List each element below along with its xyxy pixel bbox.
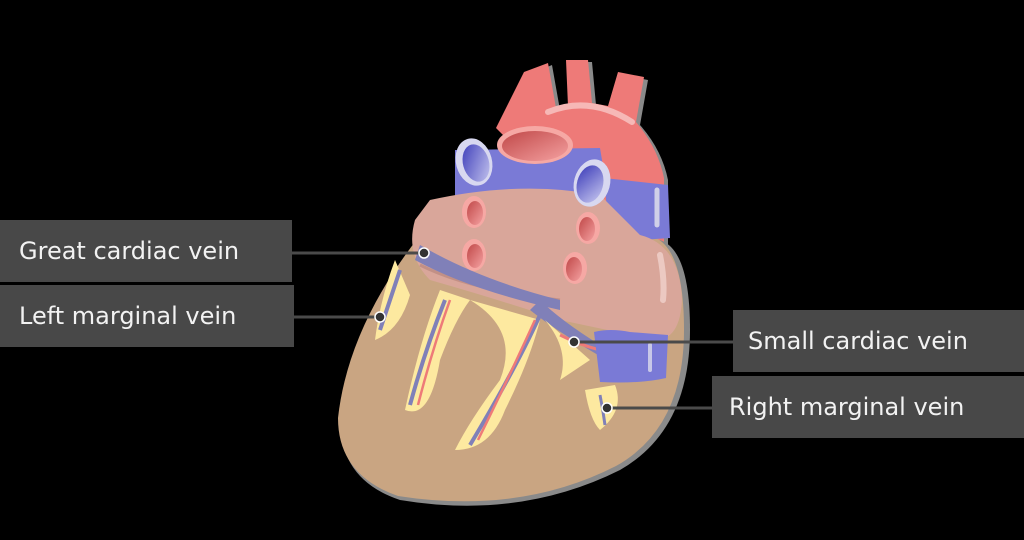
inferior-vena-cava <box>594 330 668 383</box>
label-small-cardiac-vein: Small cardiac vein <box>733 310 1024 372</box>
label-text: Right marginal vein <box>729 393 965 421</box>
label-text: Great cardiac vein <box>19 237 240 265</box>
label-great-cardiac-vein: Great cardiac vein <box>0 220 292 282</box>
vessel-openings <box>455 126 611 284</box>
label-left-marginal-vein: Left marginal vein <box>0 285 294 347</box>
label-text: Small cardiac vein <box>748 327 968 355</box>
label-right-marginal-vein: Right marginal vein <box>712 376 1024 438</box>
label-text: Left marginal vein <box>19 302 237 330</box>
superior-vena-cava <box>455 148 605 200</box>
leader-lines <box>292 247 733 414</box>
